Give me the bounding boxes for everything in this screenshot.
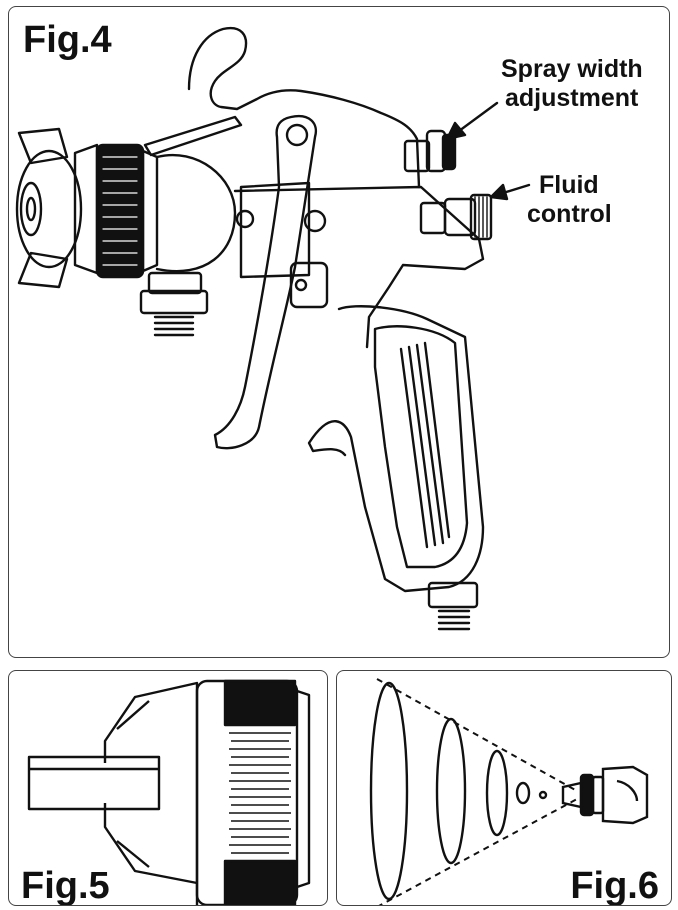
spray-width-knob (403, 129, 457, 173)
spray-width-callout: Spray width adjustment (501, 55, 643, 113)
fluid-control-arrow (489, 183, 531, 201)
spray-ellipse-small (485, 749, 509, 837)
trigger (213, 114, 318, 450)
fig6-panel: Fig.6 (336, 670, 672, 906)
spray-width-arrow (445, 101, 499, 141)
handle-grip-lines (399, 341, 451, 549)
spray-ellipse-medium (435, 717, 467, 865)
spray-width-label-line1: Spray width (501, 55, 643, 83)
fig6-nozzle (561, 765, 649, 825)
fig6-label: Fig.6 (570, 865, 659, 906)
fig5-label: Fig.5 (21, 865, 110, 906)
air-cap-side-illustration (27, 679, 311, 905)
fluid-control-knob (419, 193, 493, 241)
retaining-ring (73, 143, 159, 279)
air-inlet (427, 581, 479, 631)
spray-gun-illustration (15, 26, 531, 631)
trigger-nut (289, 261, 329, 309)
fig5-panel: Fig.5 (8, 670, 328, 906)
gun-head (155, 153, 237, 273)
fluid-control-label-line2: control (527, 199, 612, 228)
fig4-panel: Fig.4 Spray width adjustment Fluid contr… (8, 6, 670, 658)
spray-dot (538, 790, 548, 800)
gun-top-bar (143, 115, 243, 157)
spray-ellipse-large (369, 681, 409, 901)
spray-ellipse-tiny (515, 781, 531, 805)
fluid-inlet (139, 271, 209, 337)
spray-width-label-line2: adjustment (505, 83, 639, 112)
spray-pattern-illustration (369, 678, 649, 905)
fluid-control-callout: Fluid control (527, 171, 612, 229)
gun-handle (307, 305, 485, 593)
fig4-label: Fig.4 (23, 19, 112, 61)
air-cap (15, 127, 83, 289)
fluid-control-label-line1: Fluid (539, 171, 599, 199)
gun-top-hook (187, 26, 421, 189)
